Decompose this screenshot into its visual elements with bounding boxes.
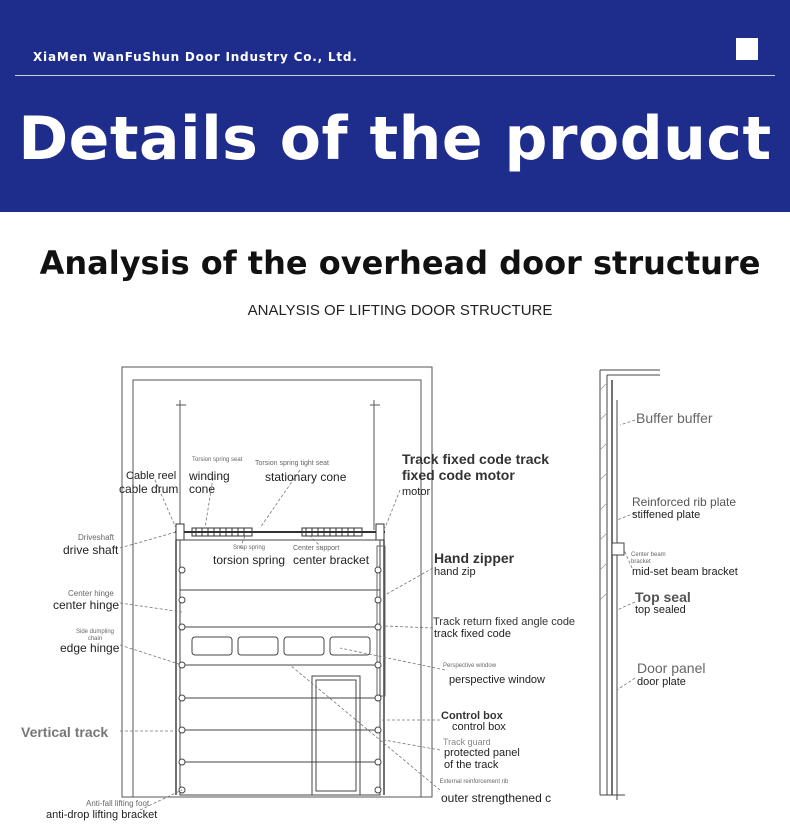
label-control-box-en: Control box xyxy=(441,710,503,722)
section-title: Analysis of the overhead door structure xyxy=(39,244,761,282)
label-torsion-spring: torsion spring xyxy=(213,553,286,567)
label-control-box: control box xyxy=(452,721,506,733)
label-buffer: Buffer buffer xyxy=(636,410,713,426)
label-side-dumpling-chain: Side dumpling chain xyxy=(75,629,115,642)
label-stiffened-plate: stiffened plate xyxy=(632,509,701,521)
perspective-windows xyxy=(191,636,371,656)
label-outer-strengthened: outer strengthened c xyxy=(441,791,552,805)
door-panels xyxy=(175,539,386,796)
label-center-support: Center support xyxy=(293,545,340,552)
label-snap-spring: Snap spring xyxy=(233,545,266,551)
label-anti-drop-bracket: anti-drop lifting bracket xyxy=(46,809,158,821)
label-torsion-spring-seat: Torsion spring seat xyxy=(192,457,243,463)
label-stationary-cone: stationary cone xyxy=(265,470,347,484)
square-logo-icon xyxy=(736,38,758,60)
label-track-fixed-1: Track fixed code track xyxy=(402,451,550,467)
side-wall-hatching xyxy=(599,382,608,601)
pedestrian-door xyxy=(311,675,361,796)
label-vertical-track: Vertical track xyxy=(21,724,109,740)
company-name: XiaMen WanFuShun Door Industry Co., Ltd. xyxy=(33,50,358,64)
label-protected-panel-2: of the track xyxy=(444,759,499,771)
diagram-title: ANALYSIS OF LIFTING DOOR STRUCTURE xyxy=(247,302,553,319)
label-anti-fall-foot: Anti-fall lifting foot xyxy=(86,799,150,808)
label-protected-panel-1: protected panel xyxy=(444,747,520,759)
banner-divider xyxy=(15,75,775,76)
leader-lines xyxy=(119,469,446,811)
door-frame xyxy=(121,366,433,798)
side-section-drawing xyxy=(599,369,660,800)
label-perspective-window: perspective window xyxy=(449,674,545,686)
label-external-rib: External reinforcement rib xyxy=(439,779,509,785)
label-center-hinge: center hinge xyxy=(53,598,120,612)
label-cable-reel: Cable reel xyxy=(126,470,177,482)
label-winding: winding xyxy=(189,469,230,483)
label-torsion-tight-seat: Torsion spring tight seat xyxy=(255,460,329,467)
label-edge-hinge: edge hinge xyxy=(60,641,120,655)
label-drive-shaft: drive shaft xyxy=(63,543,119,557)
label-hand-zipper: Hand zipper xyxy=(434,550,515,566)
label-door-panel: Door panel xyxy=(637,660,706,676)
label-perspective-window-en: Perspective window xyxy=(443,663,497,669)
label-cable-drum: cable drum xyxy=(119,482,179,496)
label-mid-set-beam-bracket: mid-set beam bracket xyxy=(632,566,738,578)
label-track-guard: Track guard xyxy=(443,737,491,747)
label-track-return: Track return fixed angle code xyxy=(433,616,576,628)
label-cone: cone xyxy=(189,482,216,496)
label-reinforced-rib: Reinforced rib plate xyxy=(632,495,737,509)
label-center-beam-bracket-en: Center beam bracket xyxy=(631,552,666,565)
label-center-bracket: center bracket xyxy=(293,553,370,567)
label-track-fixed-2: fixed code motor xyxy=(402,467,515,483)
drive-shaft-drawing xyxy=(175,523,385,541)
side-leader-lines xyxy=(616,419,636,691)
label-top-seal: Top seal xyxy=(635,589,691,605)
hinges xyxy=(178,566,382,794)
label-track-fixed-code: track fixed code xyxy=(434,628,512,640)
label-top-sealed: top sealed xyxy=(635,604,686,616)
label-motor: motor xyxy=(402,486,431,498)
banner-title: Details of the product xyxy=(18,104,772,174)
label-driveshaft: Driveshaft xyxy=(78,533,115,542)
label-door-plate: door plate xyxy=(637,676,686,688)
label-center-hinge-en: Center hinge xyxy=(68,589,114,598)
header-banner: XiaMen WanFuShun Door Industry Co., Ltd.… xyxy=(0,0,790,212)
hanger-rods xyxy=(176,400,380,530)
label-hand-zip: hand zip xyxy=(434,566,476,578)
